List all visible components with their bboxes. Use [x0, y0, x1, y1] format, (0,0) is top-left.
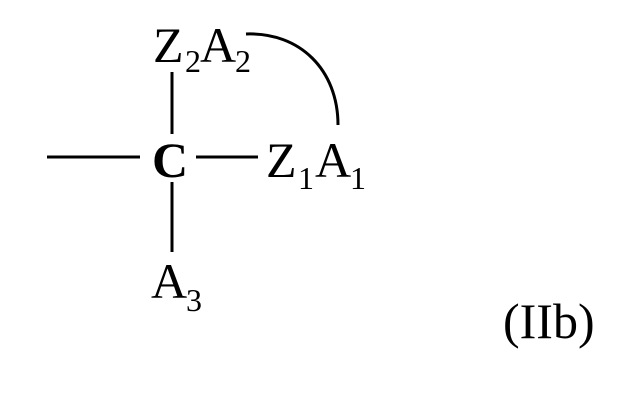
atom-a3: A — [151, 253, 187, 309]
atom-a1: A — [315, 132, 351, 188]
ring-closure-arc — [245, 32, 340, 126]
substituent-bottom: A 3 — [151, 253, 202, 318]
atom-z2: Z — [153, 17, 184, 73]
atom-a2: A — [200, 17, 236, 73]
formula-label: (IIb) — [503, 293, 595, 349]
subscript-z1: 1 — [298, 160, 314, 196]
atom-z1: Z — [266, 132, 297, 188]
subscript-a1: 1 — [350, 160, 366, 196]
substituent-top: Z 2 A 2 — [153, 17, 251, 79]
subscript-a3: 3 — [186, 282, 202, 318]
center-atom-c: C — [152, 132, 188, 188]
subscript-z2: 2 — [185, 43, 201, 79]
subscript-a2: 2 — [235, 43, 251, 79]
substituent-right: Z 1 A 1 — [266, 132, 366, 196]
